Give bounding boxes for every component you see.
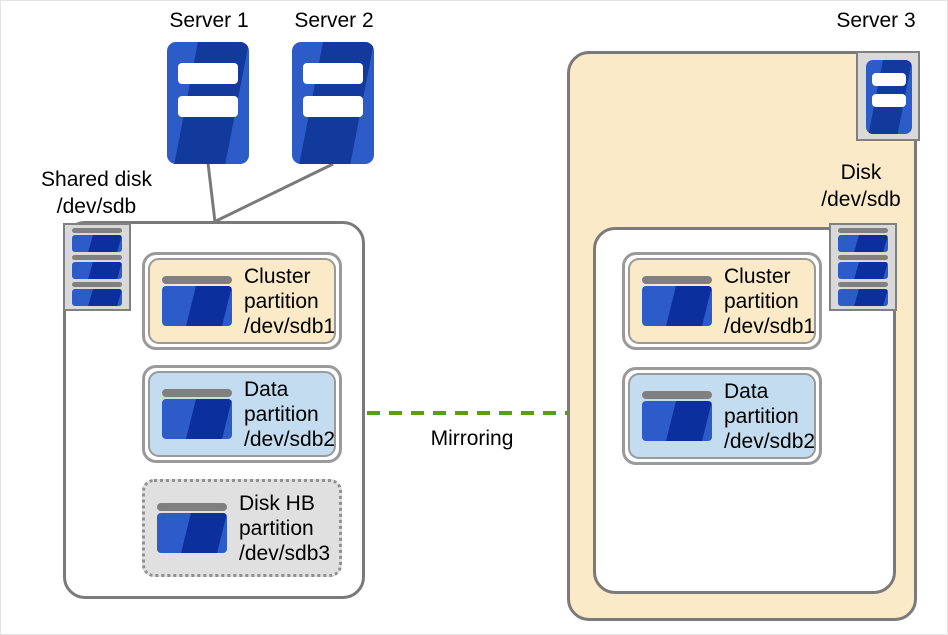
server-3-icon: [866, 60, 912, 134]
left-data-partition-inner: Data partition /dev/sdb2: [148, 371, 336, 457]
disk-icon-cap: [642, 276, 712, 284]
server-3-icon-frame: [856, 51, 920, 141]
right-data-partition-inner: Data partition /dev/sdb2: [628, 373, 816, 459]
right-cluster-partition[interactable]: Cluster partition /dev/sdb1: [622, 252, 822, 350]
disk-row-body: [72, 235, 122, 252]
disk-row-cap: [838, 228, 888, 233]
disk-row-body: [838, 262, 888, 279]
left-data-partition-line1: Data: [244, 377, 289, 401]
server-1-icon-bar-top: [178, 63, 238, 84]
left-diskhb-partition-inner: Disk HB partition /dev/sdb3: [142, 479, 342, 577]
disk-icon-body: [642, 286, 712, 326]
disk-row-body: [72, 262, 122, 279]
server-3-icon-bar-top: [872, 73, 906, 86]
disk-stack-row: [838, 228, 888, 252]
disk-row-shade: [854, 235, 888, 252]
disk-row-cap: [72, 228, 122, 233]
disk-icon-body: [162, 399, 232, 439]
server-1-label: Server 1: [169, 9, 249, 32]
server-1-icon-bar-bottom: [178, 96, 238, 117]
right-cluster-partition-line3: /dev/sdb1: [724, 314, 816, 338]
left-data-partition-text: Data partition /dev/sdb2: [244, 377, 335, 452]
shared-disk-stack-icon: [63, 223, 131, 311]
server-3-label: Server 3: [836, 9, 916, 32]
right-data-partition[interactable]: Data partition /dev/sdb2: [622, 367, 822, 465]
disk-icon-cap: [162, 276, 232, 284]
left-diskhb-partition-disk-icon: [157, 503, 227, 553]
disk-icon-cap: [162, 389, 232, 397]
right-cluster-partition-line1: Cluster: [724, 264, 791, 288]
disk-stack-row: [72, 282, 122, 306]
left-cluster-partition-inner: Cluster partition /dev/sdb1: [148, 258, 336, 344]
disk-icon-shade: [185, 286, 232, 326]
left-diskhb-partition[interactable]: Disk HB partition /dev/sdb3: [142, 479, 342, 577]
disk-row-cap: [72, 255, 122, 260]
mirroring-label: Mirroring: [430, 427, 514, 450]
left-cluster-partition-line2: partition: [244, 289, 319, 313]
left-data-partition[interactable]: Data partition /dev/sdb2: [142, 365, 342, 463]
disk-row-cap: [72, 282, 122, 287]
right-cluster-partition-inner: Cluster partition /dev/sdb1: [628, 258, 816, 344]
disk-row-shade: [88, 262, 122, 279]
disk-icon-shade: [180, 513, 227, 553]
disk-stack-row: [838, 255, 888, 279]
right-cluster-partition-line2: partition: [724, 289, 799, 313]
right-cluster-partition-text: Cluster partition /dev/sdb1: [724, 264, 815, 339]
disk-stack-row: [72, 255, 122, 279]
right-disk-label-line1: Disk: [840, 161, 882, 184]
disk-row-cap: [838, 282, 888, 287]
left-diskhb-partition-line3: /dev/sdb3: [239, 541, 331, 565]
disk-row-shade: [854, 262, 888, 279]
right-disk-label-line2: /dev/sdb: [821, 188, 901, 211]
left-diskhb-partition-line2: partition: [239, 516, 314, 540]
disk-icon-cap: [642, 391, 712, 399]
disk-icon-body: [157, 513, 227, 553]
left-cluster-partition[interactable]: Cluster partition /dev/sdb1: [142, 252, 342, 350]
server-2-icon-bar-bottom: [303, 96, 363, 117]
server-1-icon: [167, 42, 249, 164]
right-data-partition-line3: /dev/sdb2: [724, 429, 816, 453]
disk-row-body: [72, 289, 122, 306]
server-2-icon: [292, 42, 374, 164]
left-data-partition-line2: partition: [244, 402, 319, 426]
left-cluster-partition-text: Cluster partition /dev/sdb1: [244, 264, 335, 339]
server-3-icon-bar-bottom: [872, 94, 906, 107]
right-data-partition-disk-icon: [642, 391, 712, 441]
disk-icon-body: [162, 286, 232, 326]
disk-row-shade: [88, 235, 122, 252]
disk-stack-row: [838, 282, 888, 306]
left-data-partition-disk-icon: [162, 389, 232, 439]
left-diskhb-partition-line1: Disk HB: [239, 491, 315, 515]
server-2-icon-bar-top: [303, 63, 363, 84]
left-cluster-partition-disk-icon: [162, 276, 232, 326]
server-3-disk-stack-icon: [829, 223, 897, 311]
disk-row-shade: [854, 289, 888, 306]
disk-stack-row: [72, 228, 122, 252]
disk-icon-cap: [157, 503, 227, 511]
disk-row-shade: [88, 289, 122, 306]
right-data-partition-line1: Data: [724, 379, 769, 403]
disk-icon-shade: [185, 399, 232, 439]
left-cluster-partition-line1: Cluster: [244, 264, 311, 288]
left-diskhb-partition-text: Disk HB partition /dev/sdb3: [239, 491, 330, 566]
left-data-partition-line3: /dev/sdb2: [244, 427, 336, 451]
disk-icon-body: [642, 401, 712, 441]
right-cluster-partition-disk-icon: [642, 276, 712, 326]
right-data-partition-text: Data partition /dev/sdb2: [724, 379, 815, 454]
left-cluster-partition-line3: /dev/sdb1: [244, 314, 336, 338]
disk-row-body: [838, 289, 888, 306]
disk-row-cap: [838, 255, 888, 260]
disk-icon-shade: [665, 401, 712, 441]
disk-icon-shade: [665, 286, 712, 326]
connector-server1-to-shared-disk: [206, 162, 217, 223]
connector-server2-to-shared-disk: [213, 162, 334, 224]
right-data-partition-line2: partition: [724, 404, 799, 428]
disk-row-body: [838, 235, 888, 252]
shared-disk-label-line1: Shared disk: [41, 168, 152, 191]
server-2-label: Server 2: [294, 9, 374, 32]
shared-disk-label-line2: /dev/sdb: [56, 195, 137, 218]
